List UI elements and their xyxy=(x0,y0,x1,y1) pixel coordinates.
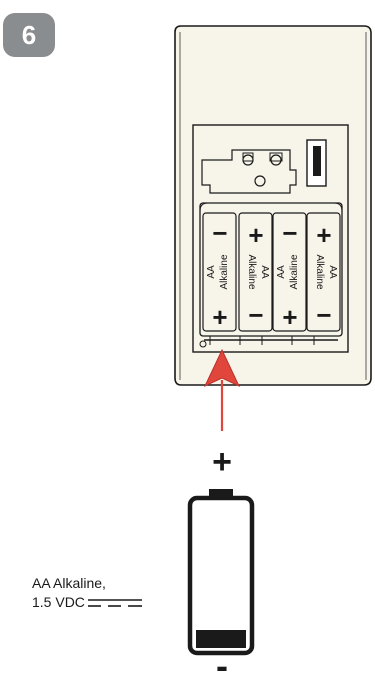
step-number: 6 xyxy=(21,19,37,50)
insert-arrow-icon xyxy=(203,348,241,431)
cell-2-type: Alkaline xyxy=(246,254,257,289)
cells xyxy=(202,212,341,332)
battery-body xyxy=(187,495,255,656)
cell-3-top-sign: − xyxy=(282,218,297,248)
cell-4 xyxy=(306,212,341,332)
battery-negative-sign: - xyxy=(216,645,228,683)
cell-2-top-sign: + xyxy=(248,220,263,250)
caption-line-2: 1.5 VDC xyxy=(32,593,143,612)
cell-3-bottom-sign: + xyxy=(282,302,297,332)
cell-2 xyxy=(238,212,273,332)
cell-2-bottom-sign: − xyxy=(248,300,263,330)
cell-1-top-sign: − xyxy=(212,218,227,248)
cell-3-labels: − + AA Alkaline xyxy=(276,218,300,332)
cell-3-size: AA xyxy=(276,265,287,279)
cell-4-top-sign: + xyxy=(316,220,331,250)
caption-line-1: AA Alkaline, xyxy=(32,575,106,591)
cell-4-bottom-sign: − xyxy=(316,300,331,330)
battery-positive-sign: + xyxy=(212,443,232,481)
cell-4-size: AA xyxy=(327,265,338,279)
screw-icon xyxy=(270,154,282,166)
aa-battery: + - xyxy=(187,443,255,683)
step-number-badge: 6 xyxy=(3,13,55,57)
cell-2-size: AA xyxy=(259,265,270,279)
cell-3-type: Alkaline xyxy=(289,254,300,289)
cell-4-type: Alkaline xyxy=(314,254,325,289)
cell-4-labels: + − Alkaline AA xyxy=(314,220,338,330)
cell-1-labels: − + AA Alkaline xyxy=(206,218,230,332)
cell-3 xyxy=(272,212,307,332)
battery-band xyxy=(196,630,246,648)
cell-1-size: AA xyxy=(206,265,217,279)
voltage-label: 1.5 VDC xyxy=(32,594,85,610)
cell-1-type: Alkaline xyxy=(219,254,230,289)
screw-icon xyxy=(254,175,266,187)
cell-1-bottom-sign: + xyxy=(212,302,227,332)
cell-1 xyxy=(202,212,237,332)
battery-spec-caption: AA Alkaline, 1.5 VDC xyxy=(32,574,143,612)
battery-terminal xyxy=(209,489,233,499)
cell-2-labels: + − Alkaline AA xyxy=(246,220,270,330)
dc-symbol-icon xyxy=(87,599,142,608)
